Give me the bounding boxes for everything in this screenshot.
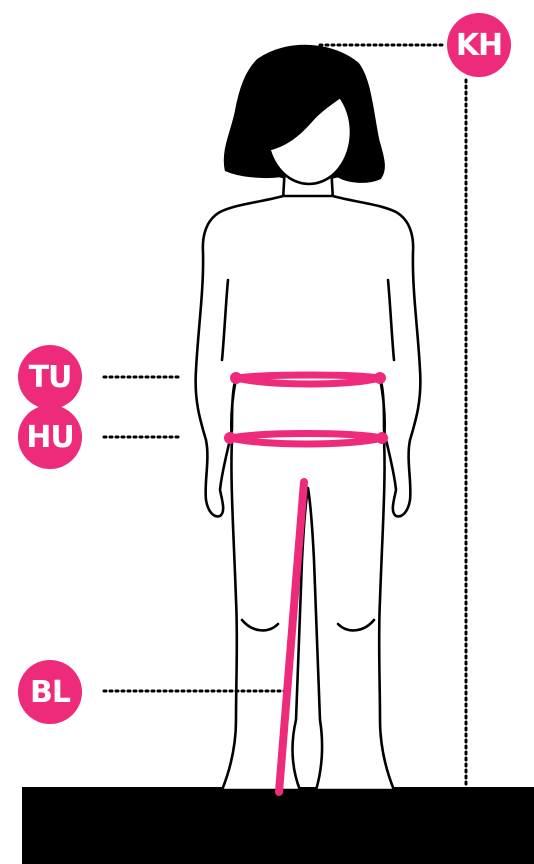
tu-badge: TU: [18, 345, 82, 409]
child-figure: [196, 46, 421, 790]
hu-badge: HU: [18, 405, 82, 469]
floor-bar: [22, 787, 534, 864]
body-outline: [196, 196, 421, 790]
kh-badge: KH: [447, 13, 511, 77]
bl-badge: BL: [18, 660, 82, 724]
